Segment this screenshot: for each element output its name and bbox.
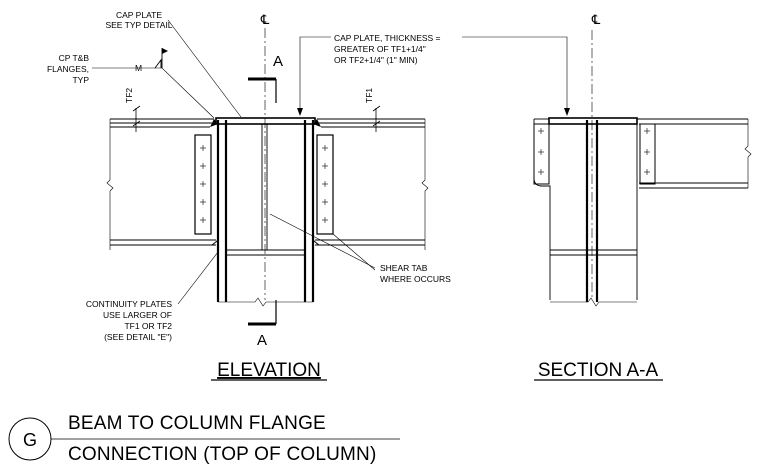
cap-plate-label-1: CAP PLATE [116, 10, 162, 20]
cp-flange-label-2: FLANGES, [47, 64, 89, 74]
section-cap-leader [462, 36, 568, 112]
section-centerline-symbol: ℄ [591, 12, 601, 27]
section-right-tab [639, 123, 656, 185]
elevation-view [92, 19, 429, 326]
continuity-label-4: (SEE DETAIL "E") [104, 332, 172, 342]
weld-flag [162, 48, 168, 54]
elevation-centerline-symbol: ℄ [260, 12, 270, 27]
tf1-label: TF1 [364, 88, 374, 103]
section-cap-plate [548, 117, 638, 125]
cap-plate-label-2: SEE TYP DETAIL [105, 20, 172, 30]
cap-plate [215, 117, 316, 125]
weld-left-top [210, 119, 218, 127]
continuity-leader [177, 251, 219, 305]
left-beam-break [106, 119, 114, 250]
section-cut-label-bottom: A [257, 332, 267, 349]
cp-flange-leader [92, 67, 215, 119]
cap-thickness-leader [299, 36, 331, 112]
shear-tab-label-2: WHERE OCCURS [380, 274, 451, 284]
detail-id: G [23, 430, 37, 450]
shear-tab-right [316, 134, 334, 235]
continuity-label-1: CONTINUITY PLATES [86, 299, 172, 309]
elevation-title: ELEVATION [217, 360, 321, 381]
detail-title-line2: CONNECTION (TOP OF COLUMN) [68, 444, 377, 465]
section-cut-label-top: A [273, 53, 283, 70]
cap-thickness-label-2: GREATER OF TF1+1/4" [334, 44, 426, 54]
weld-right-top [313, 119, 321, 127]
bolts-right [322, 145, 328, 223]
continuity-label-2: USE LARGER OF [103, 310, 172, 320]
shear-tab-leader-1 [269, 213, 376, 269]
section-bolts [538, 128, 650, 175]
cap-thickness-label-3: OR TF2+1/4" (1" MIN) [334, 55, 418, 65]
shear-tab-label-1: SHEAR TAB [380, 263, 428, 273]
detail-title-line1: BEAM TO COLUMN FLANGE [68, 413, 326, 434]
cap-plate-leader [167, 19, 242, 118]
bolts-left [200, 145, 206, 223]
tf2-label: TF2 [124, 88, 134, 103]
shear-tab-left [194, 134, 212, 235]
shear-tab-leader-2 [332, 233, 376, 271]
cp-flange-label-3: TYP [72, 75, 89, 85]
continuity-label-3: TF1 OR TF2 [124, 321, 172, 331]
right-beam-break [421, 119, 429, 250]
column-break [218, 297, 313, 307]
section-title: SECTION A-A [538, 360, 659, 381]
cp-flange-label-1: CP T&B [59, 53, 90, 63]
weld-mark-label: M [135, 63, 142, 73]
section-left-plate [533, 119, 551, 300]
cap-thickness-label-1: CAP PLATE, THICKNESS = [334, 33, 441, 43]
section-view [462, 30, 752, 307]
